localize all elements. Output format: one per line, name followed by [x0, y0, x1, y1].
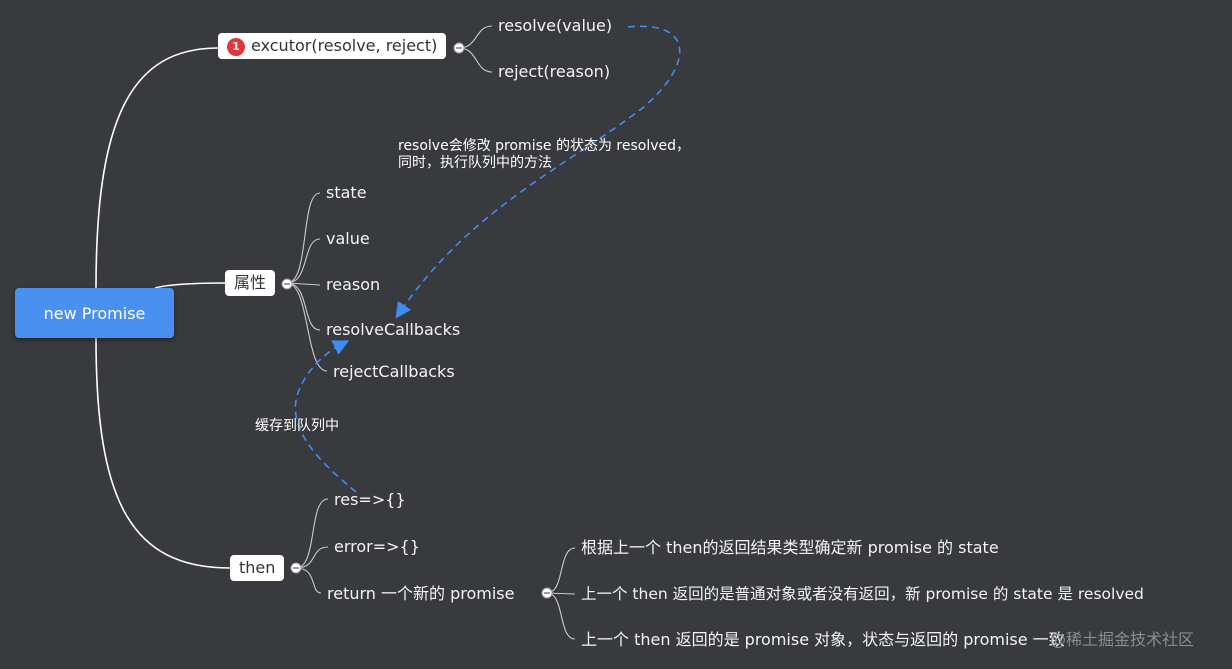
- connector-root-then: [95, 337, 231, 569]
- attribute-state[interactable]: state: [326, 183, 367, 202]
- return-child-state-rule[interactable]: 根据上一个 then的返回结果类型确定新 promise 的 state: [581, 538, 999, 557]
- watermark: @稀土掘金技术社区: [1050, 630, 1195, 649]
- then-label: then: [239, 558, 276, 577]
- relation-res-to-callbacks: [294, 340, 357, 493]
- executor-child-resolve[interactable]: resolve(value): [498, 16, 613, 35]
- then-child-return[interactable]: return 一个新的 promise: [327, 584, 515, 603]
- resolve-note-line2: 同时，执行队列中的方法: [398, 155, 552, 171]
- cache-note: 缓存到队列中: [255, 418, 339, 434]
- root-label: new Promise: [43, 303, 146, 323]
- executor-label: excutor(resolve, reject): [251, 36, 438, 55]
- then-node[interactable]: then: [230, 555, 285, 581]
- connector-root-attributes: [154, 282, 226, 289]
- attribute-value[interactable]: value: [326, 229, 370, 248]
- attributes-label: 属性: [234, 273, 267, 292]
- relation-resolve-to-callbacks: [395, 25, 681, 319]
- attribute-resolve-callbacks[interactable]: resolveCallbacks: [326, 320, 461, 339]
- attribute-reject-callbacks[interactable]: rejectCallbacks: [333, 362, 455, 381]
- resolve-note: resolve会修改 promise 的状态为 resolved， 同时，执行队…: [398, 138, 690, 172]
- then-child-error[interactable]: error=>{}: [334, 537, 420, 556]
- attribute-reason[interactable]: reason: [326, 275, 381, 294]
- resolve-note-line1: resolve会修改 promise 的状态为 resolved，: [398, 138, 690, 154]
- then-child-res[interactable]: res=>{}: [334, 490, 406, 509]
- return-child-plain-object[interactable]: 上一个 then 返回的是普通对象或者没有返回，新 promise 的 stat…: [581, 585, 1144, 603]
- executor-child-reject[interactable]: reject(reason): [498, 62, 611, 81]
- return-child-promise-object[interactable]: 上一个 then 返回的是 promise 对象，状态与返回的 promise …: [581, 630, 1065, 649]
- attributes-node[interactable]: 属性: [225, 270, 276, 296]
- connector-root-executor: [95, 47, 219, 289]
- priority-badge: 1: [227, 38, 245, 56]
- root-node[interactable]: new Promise: [15, 288, 174, 338]
- executor-node[interactable]: 1 excutor(resolve, reject): [218, 33, 447, 59]
